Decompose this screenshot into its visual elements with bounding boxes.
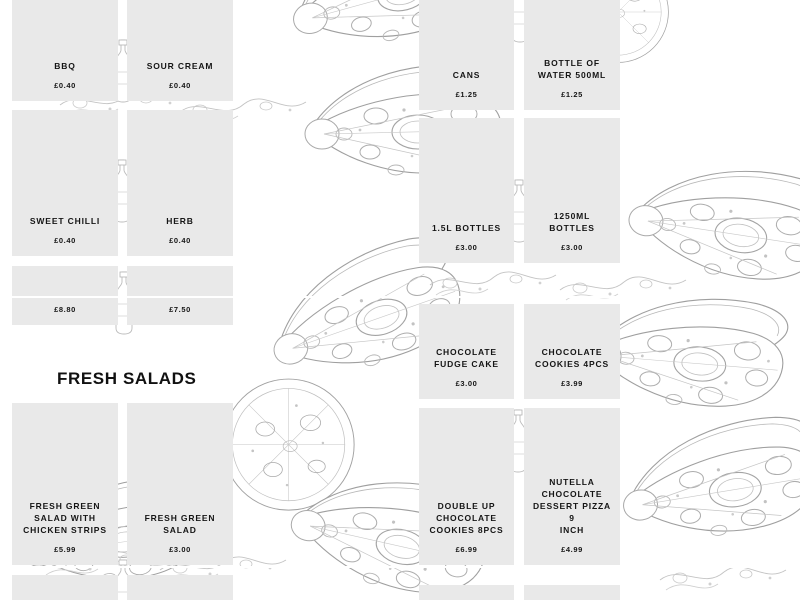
divider-upper-white-rule (0, 296, 800, 298)
menu-item-card-salad-green[interactable]: FRESH GREEN SALAD £3.00 (127, 403, 233, 565)
section-heading-fresh-salads-heading: FRESH SALADS (57, 369, 197, 388)
menu-item-card-deal-highlight[interactable]: £8.80 (12, 266, 118, 325)
menu-item-price: £5.99 (54, 545, 76, 554)
menu-item-name: 1.5L BOTTLES (431, 223, 502, 233)
menu-item-card-water-500ml[interactable]: BOTTLE OF WATER 500ML £1.25 (524, 0, 620, 110)
menu-item-name: NUTELLA CHOCOLATE DESSERT PIZZA 9 INCH (532, 477, 612, 535)
menu-item-card-herb[interactable]: HERB £0.40 (127, 110, 233, 256)
menu-item-name: DOUBLE UP CHOCOLATE COOKIES 8PCS (429, 501, 504, 535)
menu-item-price: £0.40 (169, 81, 191, 90)
menu-item-card-salad-next-2[interactable] (127, 575, 233, 600)
menu-item-price: £6.99 (455, 545, 478, 554)
menu-item-card-salad-chicken[interactable]: FRESH GREEN SALAD WITH CHICKEN STRIPS £5.… (12, 403, 118, 565)
menu-item-price: £3.00 (169, 545, 191, 554)
menu-item-price: £1.25 (455, 90, 478, 99)
menu-item-card-dessert-next-1[interactable] (419, 585, 514, 600)
menu-item-name: SWEET CHILLI (29, 216, 101, 226)
menu-item-price: £8.80 (54, 305, 76, 314)
menu-item-name: BOTTLE OF WATER 500ML (537, 58, 607, 80)
menu-item-price: £0.40 (169, 236, 191, 245)
menu-item-card-cookies-4pcs[interactable]: CHOCOLATE COOKIES 4PCS £3.99 (524, 304, 620, 399)
menu-item-card-bottles-15l[interactable]: 1.5L BOTTLES £3.00 (419, 118, 514, 263)
menu-item-card-dessert-next-2[interactable] (524, 585, 620, 600)
menu-item-price: £3.99 (561, 379, 583, 388)
menu-item-card-bbq[interactable]: BBQ £0.40 (12, 0, 118, 101)
menu-item-name: BBQ (54, 61, 76, 71)
divider-lower-white-rule (0, 566, 800, 568)
menu-item-price: £1.25 (561, 90, 583, 99)
menu-item-card-cans[interactable]: CANS £1.25 (419, 0, 514, 110)
menu-item-price: £7.50 (169, 305, 191, 314)
menu-item-price: £0.40 (54, 81, 76, 90)
menu-item-card-bottles-1250ml[interactable]: 1250ML BOTTLES £3.00 (524, 118, 620, 263)
menu-item-price: £4.99 (561, 545, 583, 554)
menu-item-card-sour-cream[interactable]: SOUR CREAM £0.40 (127, 0, 233, 101)
menu-item-price: £3.00 (455, 379, 478, 388)
menu-item-name: 1250ML BOTTLES (549, 211, 595, 233)
menu-item-price: £3.00 (561, 243, 583, 252)
menu-item-name: FRESH GREEN SALAD WITH CHICKEN STRIPS (23, 501, 107, 535)
menu-item-name: CANS (452, 70, 481, 80)
menu-item-price: £0.40 (54, 236, 76, 245)
menu-item-name: FRESH GREEN SALAD (144, 513, 216, 535)
menu-item-card-salad-next-1[interactable] (12, 575, 118, 600)
menu-item-price: £3.00 (455, 243, 478, 252)
menu-item-name: HERB (166, 216, 194, 226)
menu-item-name: CHOCOLATE FUDGE CAKE (434, 347, 499, 369)
menu-item-card-nutella-pizza[interactable]: NUTELLA CHOCOLATE DESSERT PIZZA 9 INCH £4… (524, 408, 620, 565)
menu-item-card-sweet-chilli[interactable]: SWEET CHILLI £0.40 (12, 110, 118, 256)
menu-item-card-cookies-8pcs[interactable]: DOUBLE UP CHOCOLATE COOKIES 8PCS £6.99 (419, 408, 514, 565)
menu-item-name: CHOCOLATE COOKIES 4PCS (535, 347, 609, 369)
menu-item-card-deal-second[interactable]: £7.50 (127, 266, 233, 325)
menu-item-name: SOUR CREAM (146, 61, 214, 71)
menu-item-card-fudge-cake[interactable]: CHOCOLATE FUDGE CAKE £3.00 (419, 304, 514, 399)
